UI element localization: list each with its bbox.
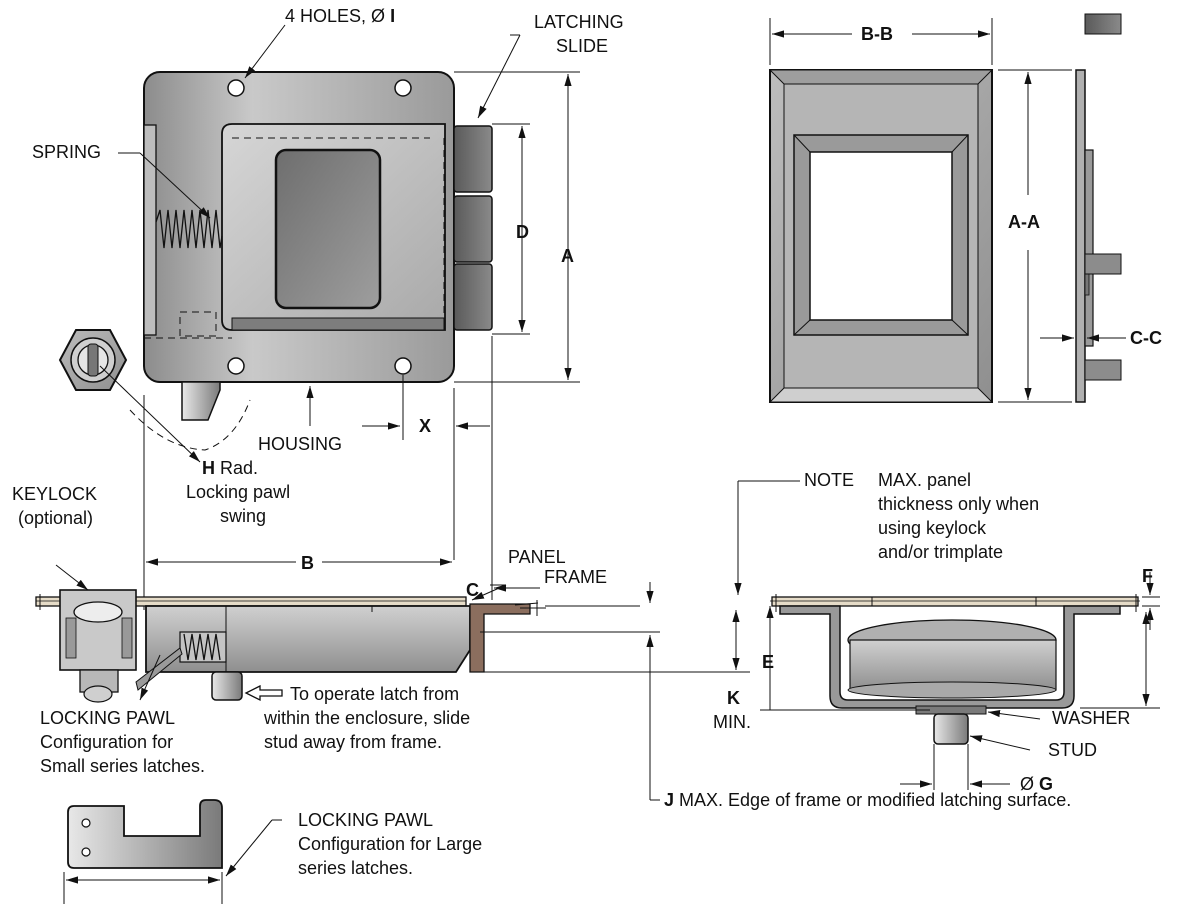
dim-c-label: C [466, 580, 479, 600]
trimplate-section-view [770, 594, 1140, 745]
mounting-hole-icon [394, 357, 412, 375]
side-view-dimensions [55, 564, 750, 801]
pawl-large-label-2: Configuration for Large [298, 834, 482, 854]
h-rad-label: H Rad. [202, 458, 258, 478]
keylock-side-icon [59, 589, 137, 703]
housing-label: HOUSING [258, 434, 342, 454]
dim-k-label: K [727, 688, 740, 708]
j-label: J MAX. Edge of frame or modified latchin… [664, 790, 1071, 810]
note-text-4: and/or trimplate [878, 542, 1003, 562]
note-text-2: thickness only when [878, 494, 1039, 514]
holes-label: 4 HOLES, Ø I [285, 6, 395, 26]
note-text-3: using keylock [878, 518, 987, 538]
mounting-hole-icon [227, 357, 245, 375]
spring-icon [155, 209, 223, 249]
spring-label: SPRING [32, 142, 101, 162]
pawl-small-label-2: Configuration for [40, 732, 173, 752]
large-pawl-view [63, 799, 282, 904]
dim-a-label: A [561, 246, 574, 266]
dim-bb-label: B-B [861, 24, 893, 44]
dia-g-label: Ø G [1020, 774, 1053, 794]
top-view-dimensions [118, 24, 580, 610]
latch-top-view [58, 71, 493, 463]
dim-aa-label: A-A [1008, 212, 1040, 232]
dim-e-label: E [762, 652, 774, 672]
latching-label-2: SLIDE [556, 36, 608, 56]
mounting-hole-icon [227, 79, 245, 97]
keylock-label-2: (optional) [18, 508, 93, 528]
operate-label-2: within the enclosure, slide [263, 708, 470, 728]
pawl-small-label-3: Small series latches. [40, 756, 205, 776]
dim-f-label: F [1142, 566, 1153, 586]
washer-label: WASHER [1052, 708, 1130, 728]
pawl-large-label-1: LOCKING PAWL [298, 810, 433, 830]
note-label: NOTE [804, 470, 854, 490]
min-label: MIN. [713, 712, 751, 732]
pawl-swing-label-1: Locking pawl [186, 482, 290, 502]
section-dimensions [734, 480, 1160, 790]
operate-label-3: stud away from frame. [264, 732, 442, 752]
dim-cc-label: C-C [1130, 328, 1162, 348]
dim-x-label: X [419, 416, 431, 436]
pawl-small-label-1: LOCKING PAWL [40, 708, 175, 728]
keylock-label-1: KEYLOCK [12, 484, 97, 504]
pawl-swing-label-2: swing [220, 506, 266, 526]
mounting-hole-icon [394, 79, 412, 97]
trimplate-side-view [1075, 13, 1122, 403]
latching-label-1: LATCHING [534, 12, 624, 32]
panel-label: PANEL [508, 547, 566, 567]
dim-d-label: D [516, 222, 529, 242]
frame-label: FRAME [544, 567, 607, 587]
dim-b-label: B [301, 553, 314, 573]
trimplate-dimensions [769, 18, 1126, 403]
latch-side-view [35, 589, 546, 703]
pawl-large-label-3: series latches. [298, 858, 413, 878]
note-text-1: MAX. panel [878, 470, 971, 490]
operate-label-1: To operate latch from [290, 684, 459, 704]
trimplate-front-view [768, 69, 994, 403]
stud-label: STUD [1048, 740, 1097, 760]
